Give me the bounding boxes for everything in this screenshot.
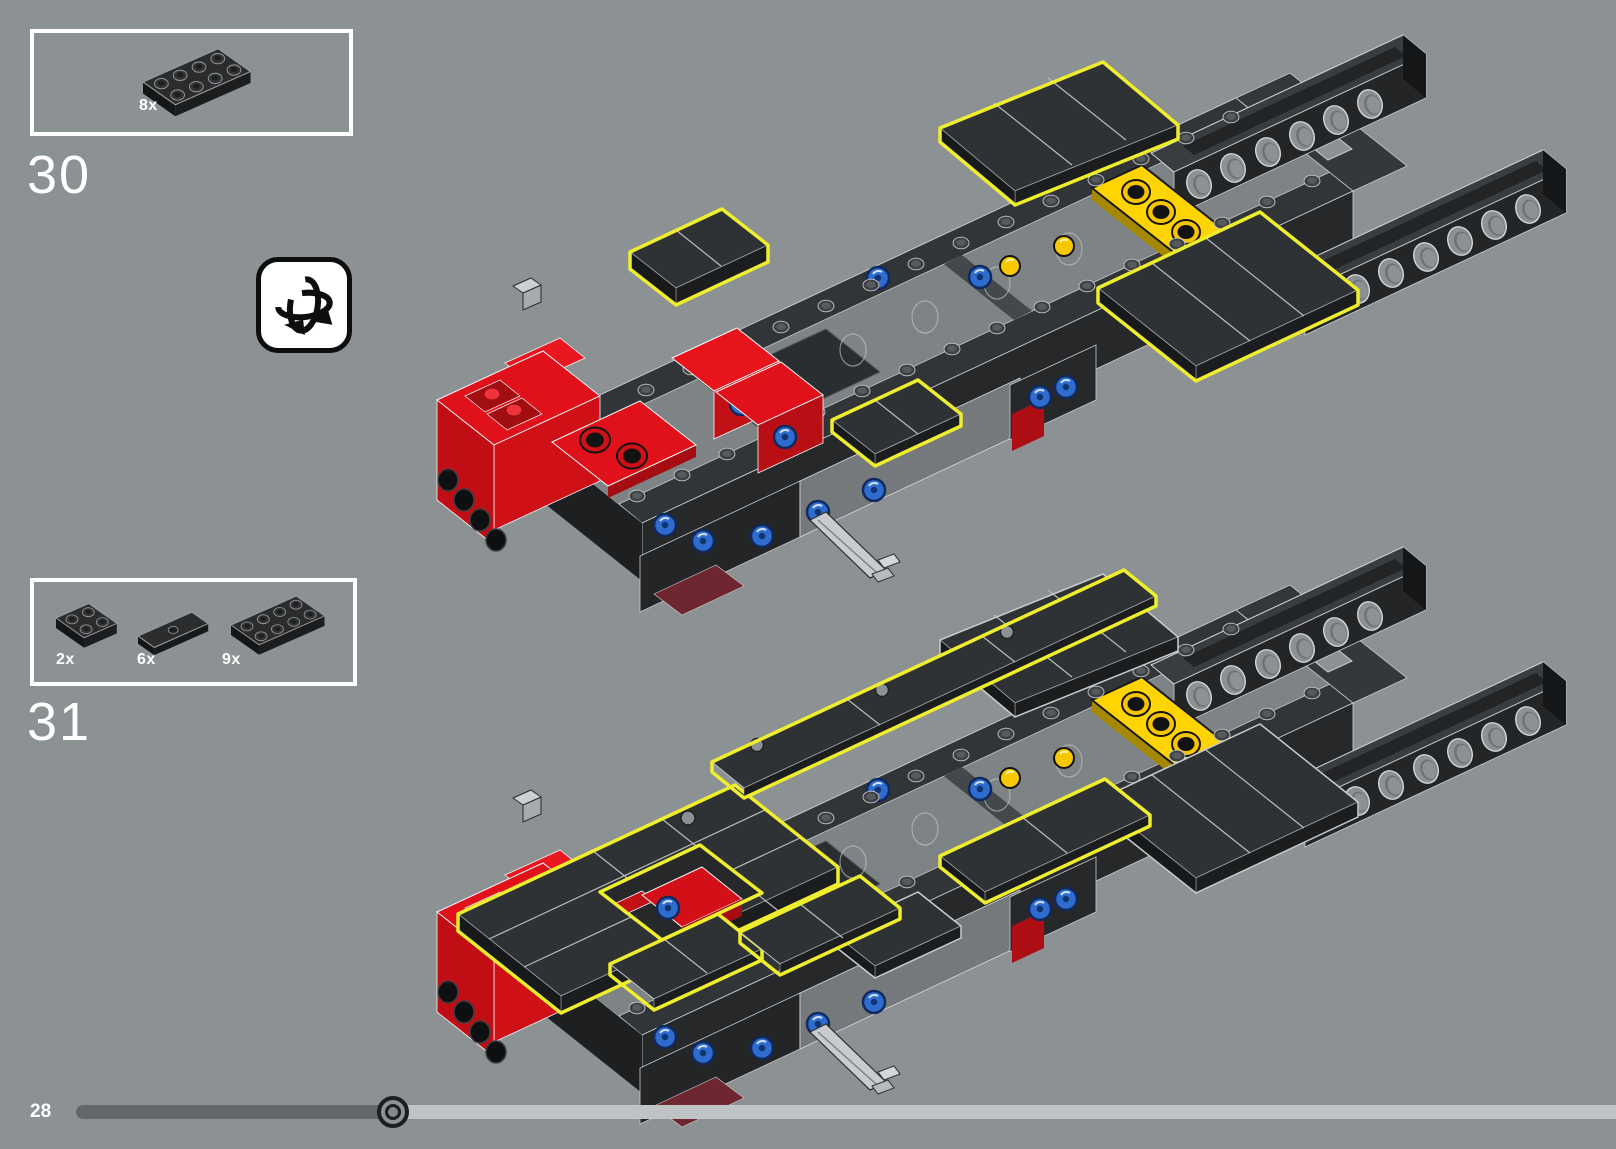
red-plate-open-studs	[551, 400, 697, 498]
part-quantity-label: 6x	[137, 651, 156, 668]
rotate-model-symbol	[256, 257, 352, 353]
rotate-3d-icon	[275, 276, 333, 336]
step-31-number: 31	[27, 692, 92, 752]
step-31-model	[437, 547, 1566, 1127]
part-quantity-label: 9x	[222, 651, 241, 668]
part-quantity-label: 8x	[139, 97, 158, 114]
highlighted-plate-p3	[1096, 210, 1360, 383]
progress-track[interactable]	[76, 1096, 1616, 1128]
progress-fill	[76, 1105, 394, 1119]
highlighted-mid-plate	[938, 777, 1152, 905]
part-image-plate-2x4	[230, 595, 325, 656]
page-progress-bar: 28	[0, 1090, 1616, 1135]
part-quantity-label: 2x	[56, 651, 75, 668]
highlighted-tile-strip	[710, 568, 1158, 800]
red-bricks-with-pins	[671, 327, 824, 474]
step-30-number: 30	[27, 145, 92, 205]
progress-slider-handle-inner	[385, 1104, 401, 1120]
page-number: 28	[30, 1101, 52, 1122]
highlighted-plate-p2	[938, 60, 1180, 207]
highlighted-plate-p4	[830, 378, 963, 468]
step-30-model	[437, 35, 1566, 615]
highlighted-bottom-plate-2	[738, 874, 902, 977]
parts-box-step-31	[30, 578, 357, 686]
parts-box-step-30	[30, 29, 353, 136]
progress-slider-handle[interactable]	[377, 1096, 409, 1128]
part-image-plate-2x2	[55, 603, 118, 649]
part-images-step-31	[55, 595, 325, 656]
highlighted-plate-p1	[628, 207, 770, 307]
part-image-tile-1x3	[137, 611, 209, 656]
part-image-plate-2x4	[142, 48, 252, 117]
